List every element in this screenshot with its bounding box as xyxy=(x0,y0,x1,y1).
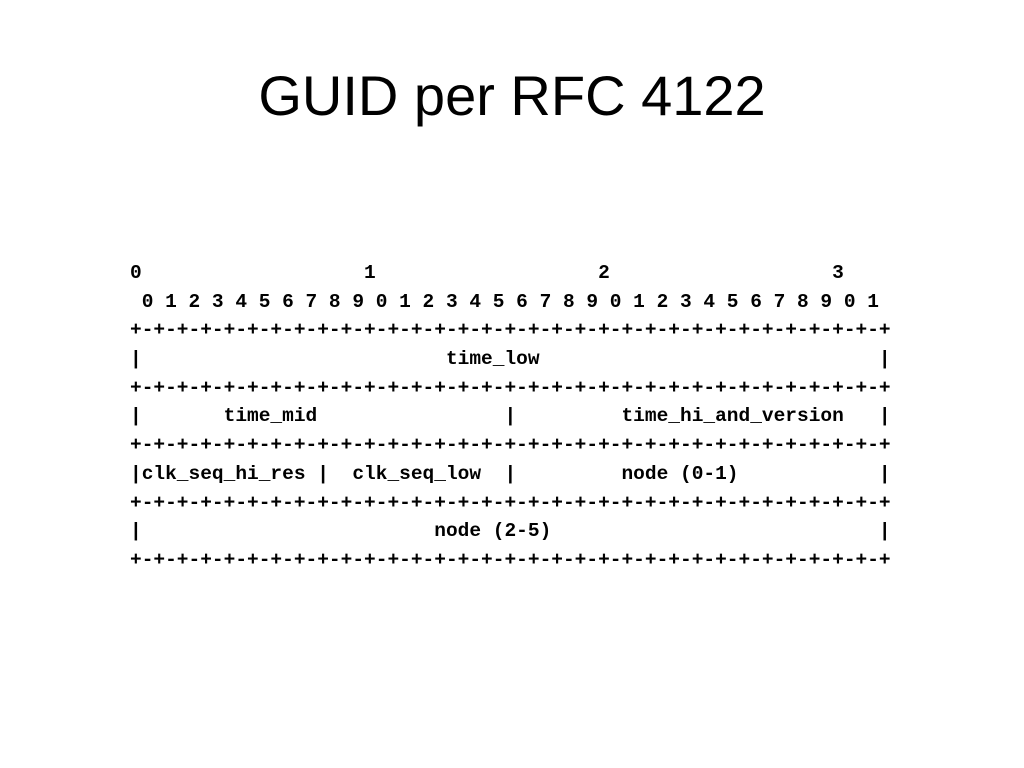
bit-index-row: 0 1 2 3 4 5 6 7 8 9 0 1 2 3 4 5 6 7 8 9 … xyxy=(130,290,879,313)
bit-decade-row: 0 1 2 3 xyxy=(130,262,844,284)
slide-title: GUID per RFC 4122 xyxy=(258,64,766,127)
field-row-time-mid: | time_mid | time_hi_and_version | xyxy=(130,405,891,428)
separator-row: +-+-+-+-+-+-+-+-+-+-+-+-+-+-+-+-+-+-+-+-… xyxy=(130,319,891,342)
field-row-node: | node (2-5) | xyxy=(130,520,891,543)
separator-row: +-+-+-+-+-+-+-+-+-+-+-+-+-+-+-+-+-+-+-+-… xyxy=(130,548,891,571)
field-row-time-low: | time_low | xyxy=(130,348,891,371)
separator-row: +-+-+-+-+-+-+-+-+-+-+-+-+-+-+-+-+-+-+-+-… xyxy=(130,434,891,457)
separator-row: +-+-+-+-+-+-+-+-+-+-+-+-+-+-+-+-+-+-+-+-… xyxy=(130,376,891,399)
separator-row: +-+-+-+-+-+-+-+-+-+-+-+-+-+-+-+-+-+-+-+-… xyxy=(130,491,891,514)
field-row-clock-seq: |clk_seq_hi_res | clk_seq_low | node (0-… xyxy=(130,462,891,485)
guid-layout-diagram: 0 1 2 3 0 1 2 3 4 5 6 7 8 9 0 1 2 3 4 5 … xyxy=(130,259,891,575)
